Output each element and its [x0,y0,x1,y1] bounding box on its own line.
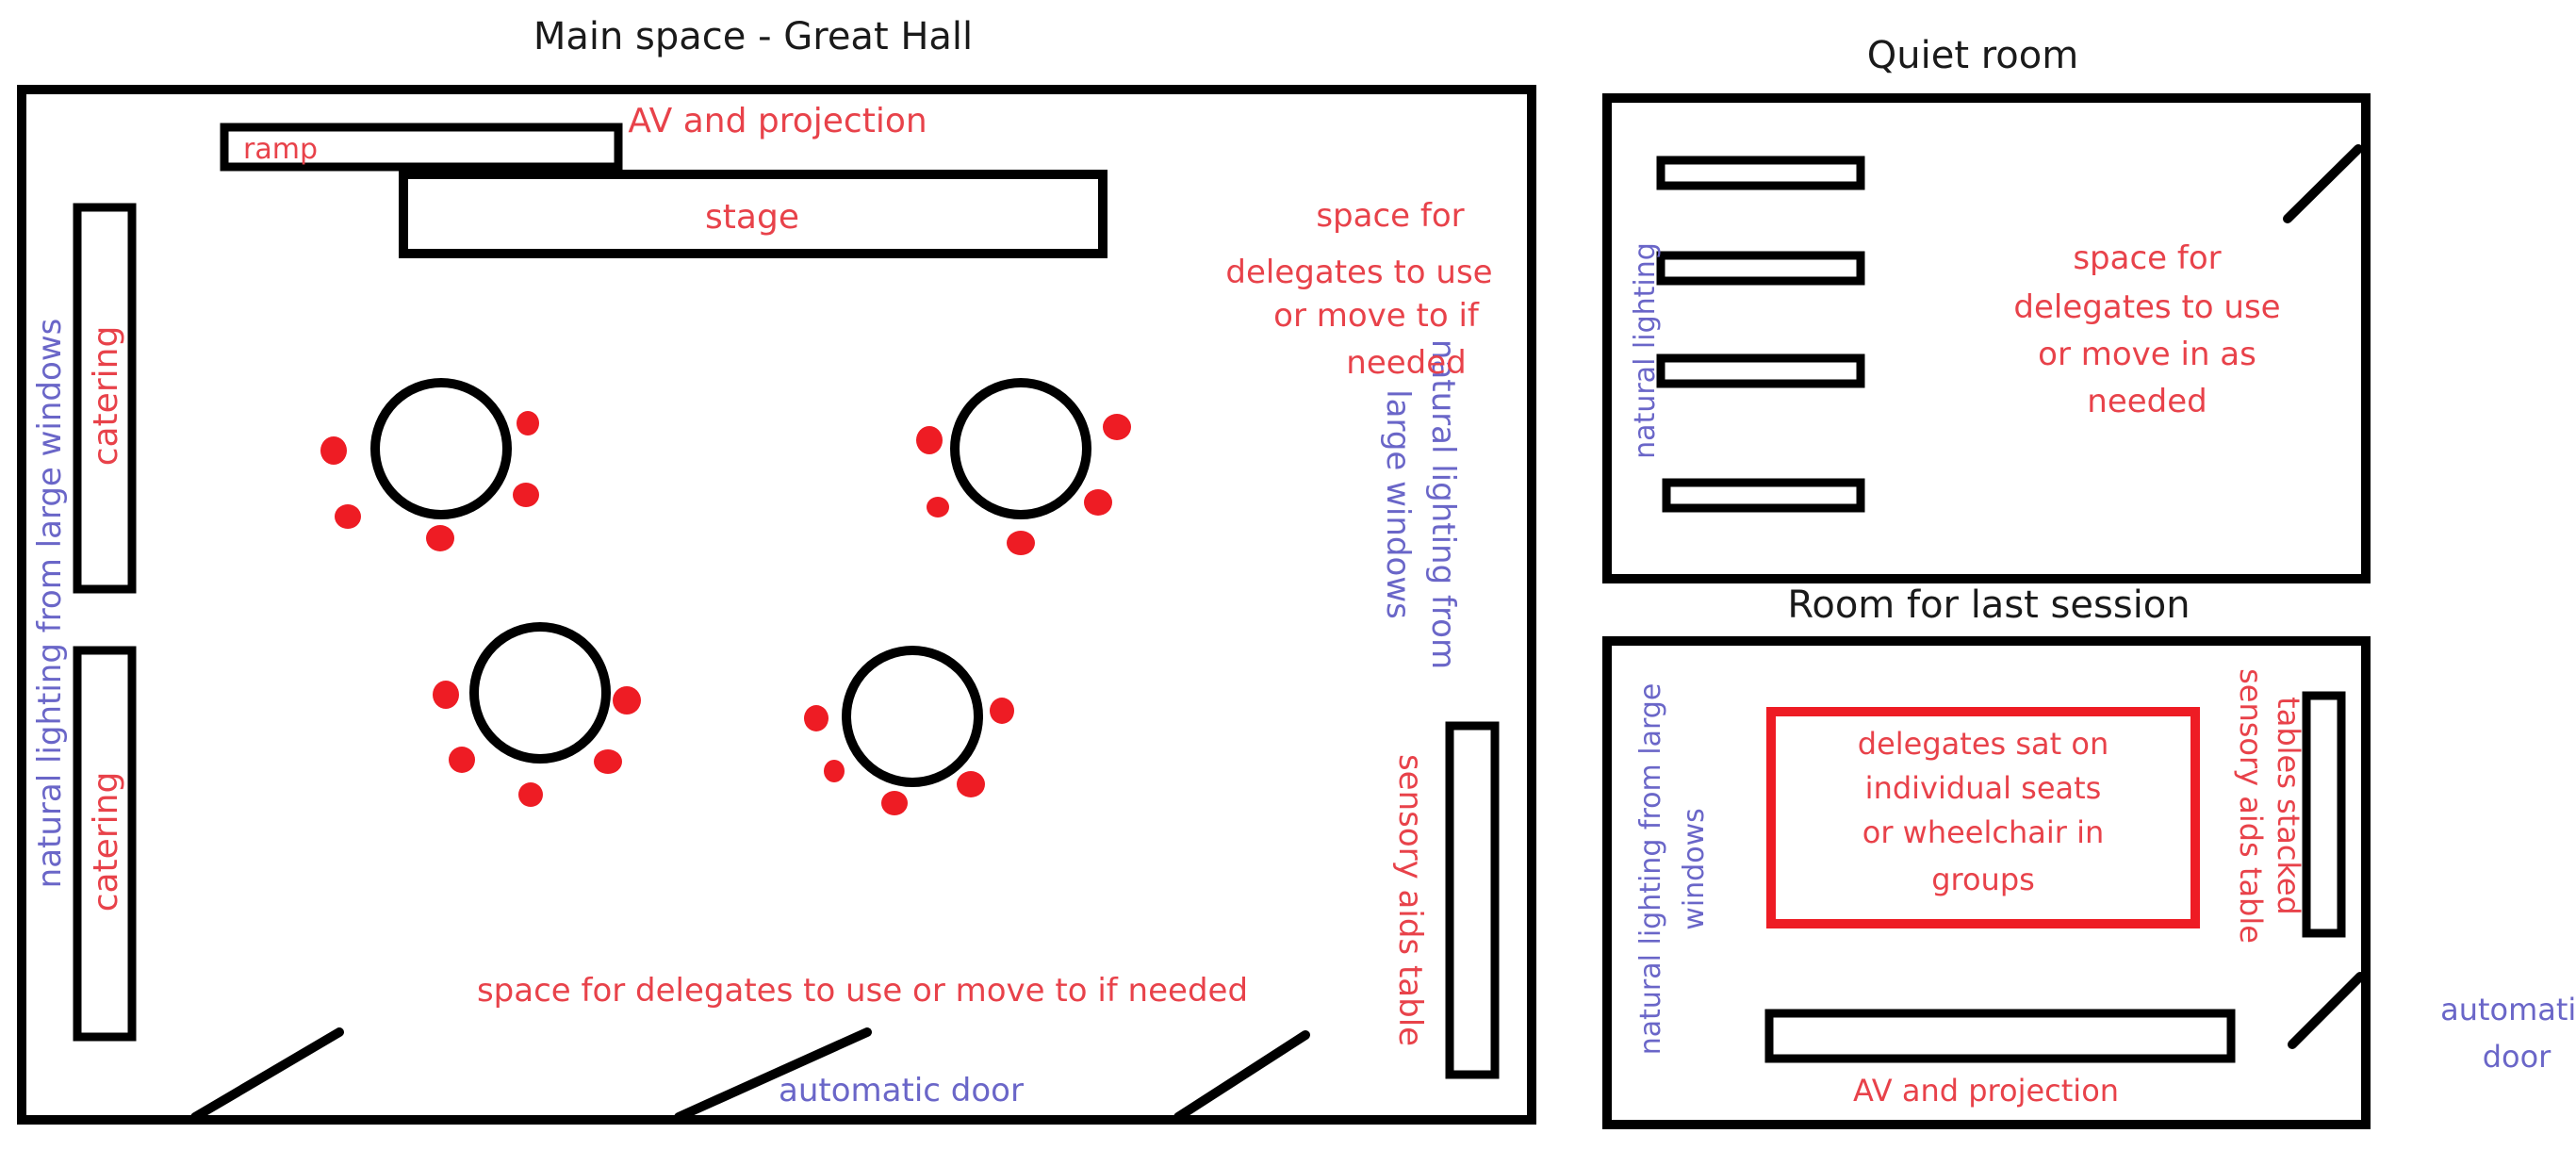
last-session-title: Room for last session [1787,583,2190,627]
seat [1084,489,1112,516]
right-lighting-line-1: natural lighting from [1424,339,1462,669]
delegates-area-label: delegates sat on individual seats or whe… [1858,726,2108,897]
catering-top-label: catering [87,326,125,467]
space-top-right-line-1: space for [1316,197,1464,235]
last-session-door-line-1: automatic [2440,992,2576,1027]
quiet-room-door [2283,144,2363,223]
ramp [220,123,623,172]
delegates-line-1: delegates sat on [1858,726,2108,762]
last-session-door [2288,972,2365,1049]
seat [1007,531,1035,555]
quiet-lighting-label: natural lighting [1629,242,1662,459]
space-top-right-label: space for delegates to use or move to if… [1225,197,1492,382]
great-hall-door-label: automatic door [779,1072,1024,1109]
round-table-group-4 [804,646,1014,815]
quiet-bench-1 [1656,156,1865,190]
quiet-space-line-3: or move in as [2038,336,2256,373]
stage [399,170,1108,258]
tables-stacked-line-1: tables stacked [2271,697,2306,915]
space-top-right-line-4: needed [1346,344,1466,382]
delegates-line-3: or wheelchair in [1862,814,2105,850]
last-session-outline [1602,636,2371,1129]
seat [804,705,829,731]
seat [927,497,949,518]
catering-bottom-label: catering [87,772,125,912]
seat [513,483,539,507]
av-projection-table [1764,1009,2236,1063]
av-projection-label: AV and projection [628,102,927,140]
last-session-door-label: automatic door [2440,992,2576,1075]
seat [517,411,539,435]
quiet-space-label: space for delegates to use or move in as… [2013,239,2280,420]
right-lighting-line-2: large windows [1379,389,1417,619]
round-table [469,622,611,764]
quiet-bench-2 [1656,251,1865,286]
seat [1103,414,1131,440]
tables-stacked-label: tables stacked sensory aids table [2233,668,2306,944]
delegates-area [1766,707,2200,928]
seat [824,760,845,782]
seat [881,791,908,815]
catering-table-bottom [73,646,137,1042]
seat [518,782,543,807]
round-table [370,378,512,519]
last-session-door-line-2: door [2483,1039,2551,1075]
quiet-space-line-4: needed [2087,383,2207,420]
seat [433,681,459,709]
right-lighting-label: natural lighting from large windows [1379,339,1462,669]
seat [613,686,641,715]
catering-table-top [73,203,137,594]
great-hall-outline [17,85,1536,1125]
seat [320,436,347,465]
space-bottom-label: space for delegates to use or move to if… [477,972,1248,1010]
quiet-room-outline [1602,93,2371,583]
sensory-aids-label: sensory aids table [1391,754,1429,1046]
delegates-line-2: individual seats [1865,770,2102,806]
great-hall: Main space - Great Hall AV and projectio… [17,15,1536,1125]
left-lighting-label: natural lighting from large windows [31,319,69,889]
quiet-room-title: Quiet room [1867,34,2078,77]
last-session-lighting-line-2: windows [1678,808,1711,929]
round-table-group-1 [320,378,539,551]
quiet-bench-3 [1656,353,1865,388]
seat [957,771,985,797]
round-table-group-2 [916,378,1131,555]
round-table-group-3 [433,622,641,807]
seat [594,749,622,774]
great-hall-title: Main space - Great Hall [533,15,973,58]
quiet-space-line-2: delegates to use [2013,288,2280,326]
round-table [842,646,983,787]
sensory-aids-table [1445,721,1500,1079]
quiet-bench-4 [1662,478,1865,513]
seat [335,504,361,529]
delegates-line-4: groups [1931,862,2035,897]
stacked-tables [2302,691,2346,938]
quiet-space-line-1: space for [2073,239,2221,277]
space-top-right-line-3: or move to if [1273,297,1480,335]
seat [916,426,943,454]
last-session-lighting-label: natural lighting from large windows [1634,683,1711,1056]
door-swing-3 [1173,1030,1310,1122]
seat [449,747,475,773]
stage-label: stage [705,198,799,237]
last-session-av-label: AV and projection [1853,1073,2119,1109]
quiet-room: Quiet room natural lighting space for de… [1602,34,2371,583]
door-swing-2 [674,1027,872,1122]
last-session-room: Room for last session natural lighting f… [1602,583,2576,1129]
space-top-right-line-2: delegates to use [1225,254,1492,291]
last-session-lighting-line-1: natural lighting from large [1634,683,1667,1056]
seat [990,698,1014,724]
ramp-label: ramp [243,133,318,166]
seat [426,525,454,551]
tables-stacked-line-2: sensory aids table [2233,668,2269,944]
round-table [950,378,1091,519]
door-swing-1 [190,1027,344,1122]
